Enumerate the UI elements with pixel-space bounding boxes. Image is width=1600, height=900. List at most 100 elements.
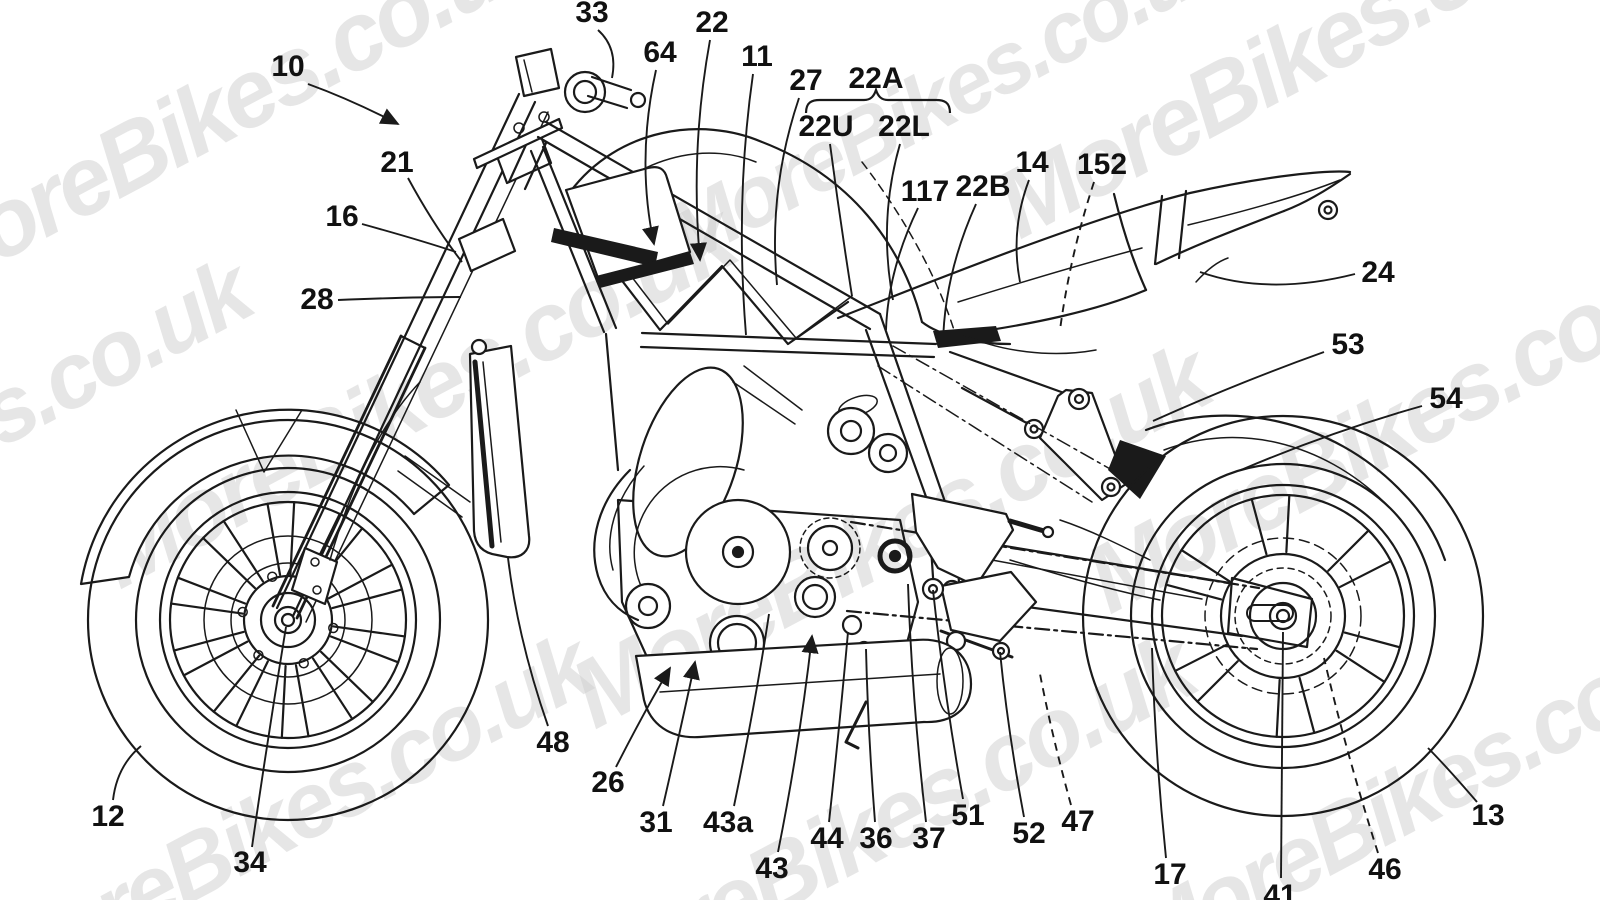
leader-13 [1427,747,1478,803]
brake-disc-inner [230,562,346,678]
leader-47 [1039,673,1072,806]
label-53: 53 [1331,328,1364,361]
wheel-ring [168,500,408,740]
leader-117 [885,207,919,331]
footpeg-bracket [910,492,1161,661]
label-22U: 22U [798,110,853,143]
leader-14 [1015,179,1030,283]
leader-43 [777,634,819,853]
wheel-ring [1081,414,1485,818]
leader-24 [1199,271,1356,286]
label-21: 21 [380,146,413,179]
spoke [327,563,404,610]
label-37: 37 [912,822,945,855]
leader-16 [361,223,457,253]
wheel-ring [1129,462,1437,770]
leader-53 [1152,351,1325,422]
label-12: 12 [91,800,124,833]
label-33: 33 [575,0,608,29]
label-27: 27 [789,64,822,97]
label-44: 44 [810,822,844,855]
disc-bolt [237,606,248,618]
leader-41 [1280,631,1284,879]
axle [273,605,303,635]
radiator [468,338,531,559]
leader-31 [662,660,700,807]
leader-44 [828,631,849,823]
label-31: 31 [639,806,672,839]
rear-hugger [1144,414,1447,562]
spoke [280,664,310,739]
label-24: 24 [1361,256,1395,289]
label-22L: 22L [878,110,930,143]
spoke [329,625,406,664]
leader-10 [307,83,400,125]
label-16: 16 [325,200,358,233]
label-36: 36 [859,822,892,855]
label-54: 54 [1429,382,1463,415]
leader-34 [251,626,287,848]
label-64: 64 [643,36,677,69]
leader-64 [642,69,659,246]
label-52: 52 [1012,817,1045,850]
leader-11 [740,73,754,336]
wheel-ring [86,418,490,822]
spoke [1250,494,1291,556]
drive-chain-lower [845,609,1259,651]
leader-22B [942,203,977,346]
label-26: 26 [591,766,624,799]
spoke [170,576,247,615]
leader-27 [774,97,800,286]
hub-ring [259,591,317,649]
leader-22 [689,39,711,262]
label-152: 152 [1077,148,1127,181]
spoke [1165,548,1231,601]
leader-37 [907,583,927,823]
label-17: 17 [1153,858,1186,891]
leader-12 [112,745,142,801]
label-43a: 43a [703,806,753,839]
front-wheel [86,418,490,822]
handlebar [472,47,647,170]
front-fork [271,92,553,623]
disc-bolt [328,622,339,634]
spoke [1335,631,1401,684]
label-11: 11 [741,40,773,73]
axle-nut [280,612,296,628]
leader-22L [885,143,901,301]
motorcycle-drawing [79,47,1485,822]
leader-43a [733,613,770,807]
leader-lines [112,29,1478,879]
front-fender [79,408,471,586]
spoke [1275,676,1316,738]
brace-path [804,86,952,114]
leader-51 [932,589,964,800]
leader-21 [407,177,463,263]
leader-46 [1323,657,1379,854]
label-22B: 22B [955,170,1010,203]
leader-54 [1240,405,1423,471]
leader-152 [1059,181,1095,331]
seat-tail [836,170,1352,355]
leader-17 [1151,647,1167,859]
spoke [1174,643,1239,703]
exhaust [593,465,973,750]
spoke [202,519,265,590]
axle [1268,601,1298,631]
spoke [266,501,296,576]
label-43: 43 [755,852,788,885]
spoke [172,630,249,677]
label-41: 41 [1263,879,1296,900]
leader-26 [615,666,671,768]
leader-48 [507,557,549,727]
leader-28 [337,296,462,301]
brake-disc [203,535,373,705]
sprocket-dash-ring [1234,567,1332,665]
axle-nut [1275,608,1291,624]
label-51: 51 [951,799,984,832]
leader-33 [597,29,615,79]
leader-52 [999,651,1025,818]
